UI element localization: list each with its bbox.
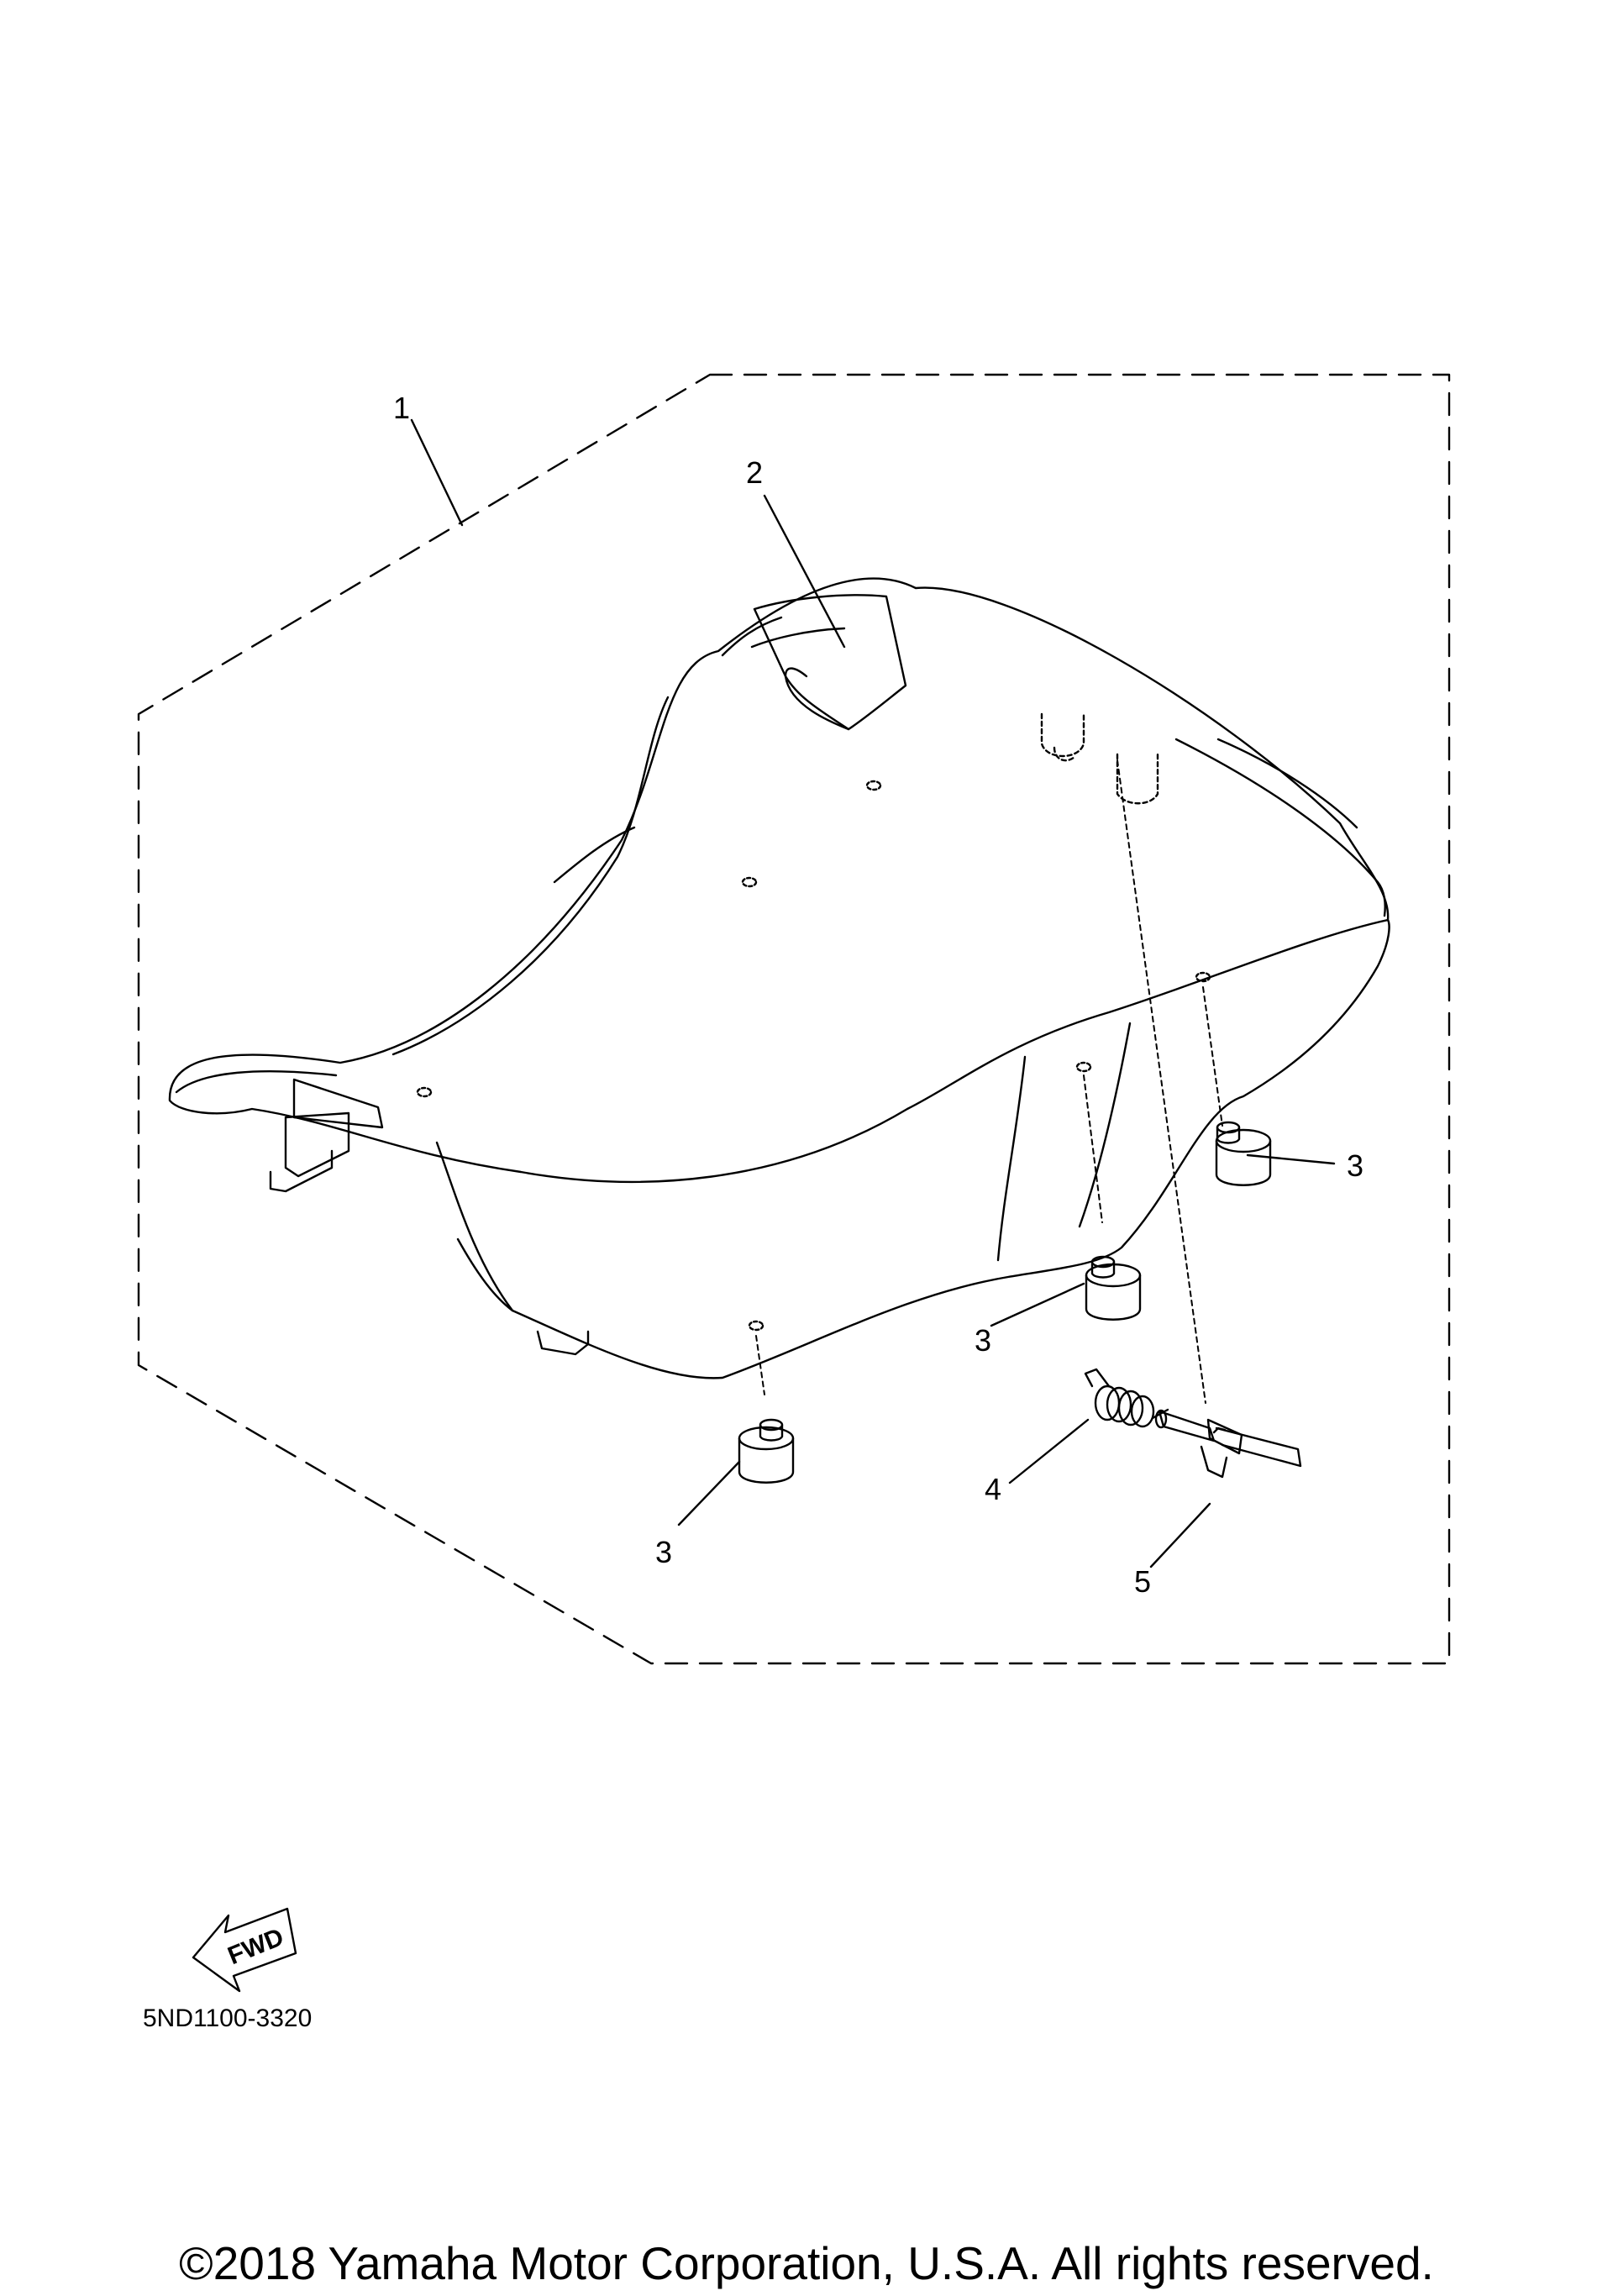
damper-front (738, 1418, 795, 1484)
callout-3-front: 3 (655, 1535, 672, 1569)
callout-3-middle: 3 (975, 1323, 991, 1358)
leader-lines (410, 418, 1336, 1568)
assembly-boundary (137, 373, 1451, 1665)
callout-4: 4 (985, 1472, 1001, 1506)
copyright-notice: ©2018 Yamaha Motor Corporation, U.S.A. A… (179, 2237, 1434, 2289)
seat (168, 577, 1390, 1379)
callout-1: 1 (393, 391, 410, 425)
damper-middle (1085, 1255, 1142, 1321)
fwd-label: FWD (224, 1923, 288, 1970)
callout-numbers: 1 2 3 3 3 4 5 (393, 391, 1363, 1599)
callout-5: 5 (1134, 1564, 1151, 1599)
callout-2: 2 (746, 455, 763, 490)
callout-3-rear: 3 (1347, 1148, 1363, 1183)
damper-rear (1215, 1121, 1272, 1186)
latch-pin (1154, 1409, 1302, 1479)
diagram-code: 5ND1100-3320 (143, 2004, 313, 2032)
assembly-guides (755, 759, 1223, 1404)
spring (1084, 1368, 1169, 1428)
fwd-arrow-icon (192, 1907, 297, 1993)
